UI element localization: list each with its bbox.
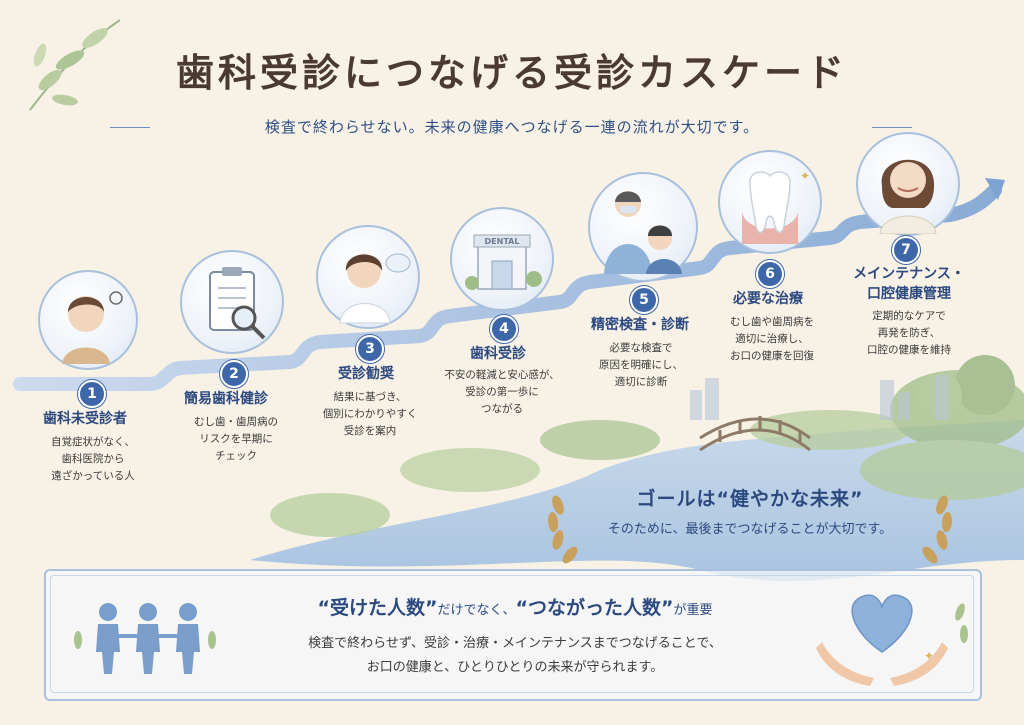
bridge-icon	[699, 416, 811, 452]
laurel-left-icon	[547, 495, 578, 564]
step-4-desc: 不安の軽減と安心感が、 受診の第一歩に つながる	[444, 369, 560, 415]
step-2-number: 2	[220, 360, 248, 388]
panel-line-2: お口の健康と、ひとりひとりの未来が守られます。	[366, 660, 664, 675]
dental-clinic-icon: DENTAL	[450, 207, 554, 311]
subtitle-line-right	[872, 127, 912, 128]
step-2-title: 簡易歯科健診	[184, 391, 268, 407]
dentist-examining-icon	[588, 172, 698, 282]
step-3-number: 3	[356, 335, 384, 363]
heading-received: “受けた人数”	[317, 597, 438, 619]
step-6-desc: むし歯や歯周病を 適切に治療し、 お口の健康を回復	[730, 316, 814, 362]
step-4-title: 歯科受診	[470, 346, 526, 362]
step-7-title: メインテナンス・ 口腔健康管理	[853, 266, 965, 302]
svg-text:✦: ✦	[924, 649, 934, 663]
heading-connector: だけでなく、	[437, 603, 516, 618]
heading-important: が重要	[673, 603, 713, 618]
step-2-desc: むし歯・歯周病の リスクを早期に チェック	[194, 416, 278, 462]
advisor-speech-icon	[316, 225, 420, 329]
step-6-title: 必要な治療	[733, 291, 803, 307]
panel-line-1: 検査で終わらせず、受診・治療・メインテナンスまでつなげることで、	[308, 636, 722, 651]
panel-heading: “受けた人数”だけでなく、“つながった人数”が重要	[225, 593, 805, 620]
page-title: 歯科受診につなげる受診カスケード	[175, 50, 848, 95]
svg-text:✦: ✦	[800, 169, 810, 183]
heading-connected: “つながった人数”	[515, 597, 674, 619]
clipboard-magnifier-icon	[180, 250, 284, 354]
river	[250, 420, 1024, 582]
step-1-number: 1	[78, 380, 106, 408]
step-7-number: 7	[892, 236, 920, 264]
page-subtitle: 検査で終わらせない。未来の健康へつなげる一連の流れが大切です。	[264, 118, 760, 136]
trees	[270, 355, 1024, 537]
cascade-ribbon	[13, 183, 1002, 391]
step-3-title: 受診勧奨	[338, 366, 394, 382]
goal-title: ゴールは“健やかな未来”	[636, 488, 864, 510]
laurel-right-icon	[922, 495, 953, 564]
step-5-desc: 必要な検査で 原因を明確にし、 適切に診断	[599, 342, 683, 388]
step-6-number: 6	[756, 260, 784, 288]
step-4-number: 4	[490, 315, 518, 343]
subtitle-line-left	[110, 127, 150, 128]
step-5-number: 5	[630, 286, 658, 314]
step-1-desc: 自覚症状がなく、 歯科医院から 遠ざかっている人	[51, 436, 135, 482]
step-1-title: 歯科未受診者	[43, 411, 127, 427]
step-7-desc: 定期的なケアで 再発を防ぎ、 口腔の健康を維持	[867, 310, 951, 356]
worried-person-icon	[38, 270, 138, 370]
heart-in-hands-icon: ✦	[816, 594, 968, 686]
smiling-woman-icon	[856, 132, 960, 236]
message-panel-inner	[50, 575, 974, 693]
message-panel	[44, 569, 982, 701]
step-3-desc: 結果に基づき、 個別にわかりやすく 受診を案内	[322, 391, 418, 437]
city-skyline	[690, 375, 949, 420]
goal-subtitle: そのために、最後までつなげることが大切です。	[607, 522, 893, 537]
tooth-icon: ✦	[718, 150, 822, 254]
clinic-sign: DENTAL	[485, 237, 520, 246]
people-holding-hands-icon	[74, 603, 216, 674]
leaf-branch-icon	[29, 19, 121, 111]
step-5-title: 精密検査・診断	[591, 317, 689, 333]
